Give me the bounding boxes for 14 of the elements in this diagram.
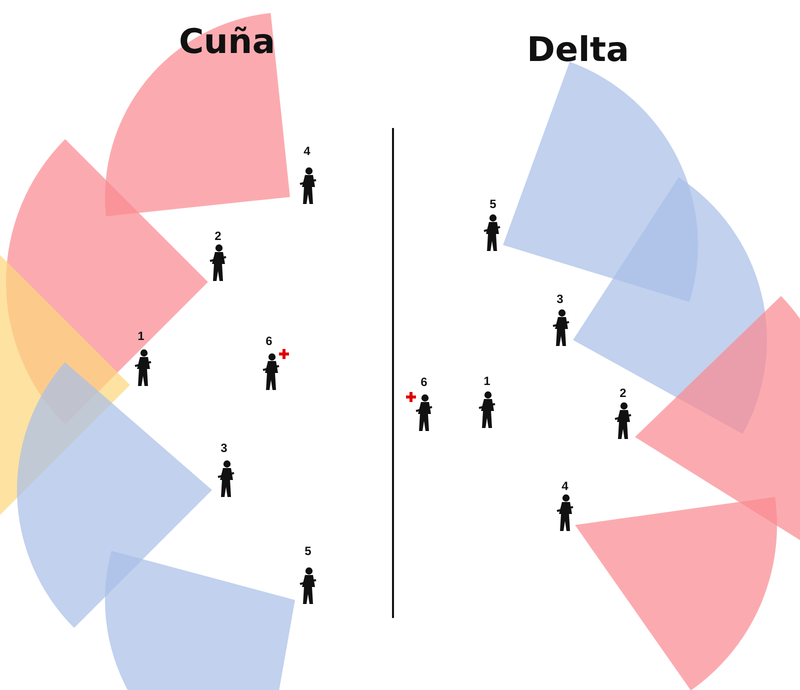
soldier-number: 5 — [304, 544, 312, 558]
soldier-number: 4 — [562, 479, 568, 493]
soldier-number: 1 — [484, 374, 490, 388]
soldier-number: 4 — [304, 144, 310, 158]
soldier-number: 3 — [220, 441, 228, 455]
soldier-number: 1 — [138, 329, 144, 343]
soldier-number: 2 — [620, 386, 626, 400]
formation-title: Delta — [526, 30, 630, 70]
soldier-number: 5 — [490, 197, 496, 211]
soldier-number: 6 — [420, 375, 428, 389]
soldier-number: 6 — [266, 334, 272, 348]
formation-title: Cuña — [178, 22, 276, 62]
soldier-number: 2 — [214, 229, 222, 243]
soldier-number: 3 — [556, 292, 564, 306]
